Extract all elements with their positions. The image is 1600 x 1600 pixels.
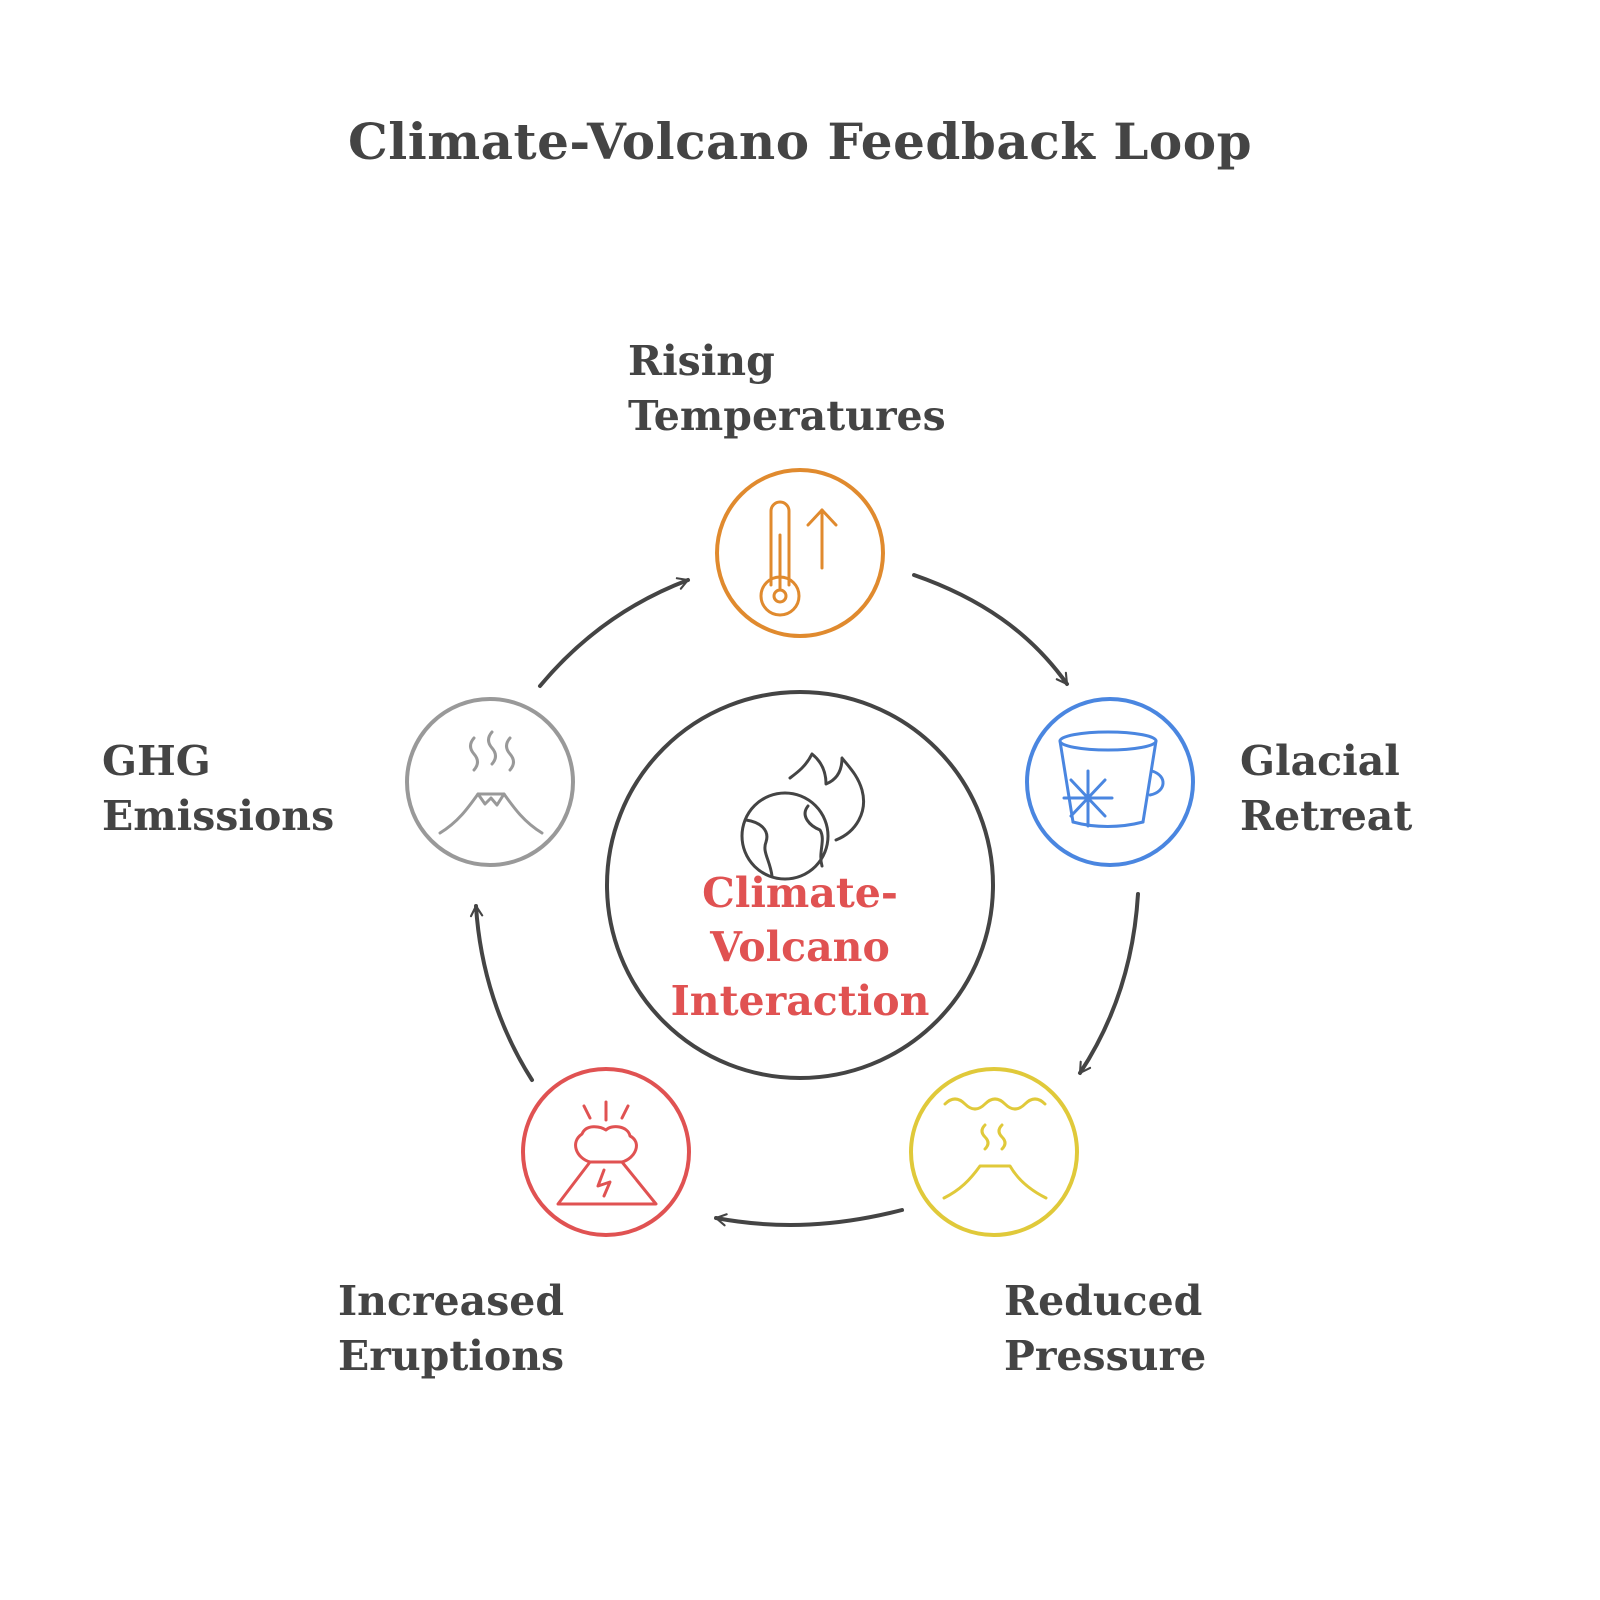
label-ghg-emissions: GHG Emissions bbox=[102, 737, 335, 840]
ghg-emissions-ring bbox=[405, 697, 575, 867]
center-label: Climate- Volcano Interaction bbox=[670, 869, 930, 1025]
glacial-retreat-ring bbox=[1025, 697, 1195, 867]
thermometer-rising-icon bbox=[759, 500, 838, 617]
label-rising-temperatures: Rising Temperatures bbox=[628, 337, 946, 440]
arrow-glacial-to-pressure bbox=[1078, 892, 1140, 1075]
erupting-volcano-icon bbox=[556, 1100, 658, 1206]
increased-eruptions-ring bbox=[521, 1067, 691, 1237]
label-reduced-pressure: Reduced Pressure bbox=[1004, 1277, 1207, 1380]
submerged-volcano-icon bbox=[942, 1097, 1048, 1200]
melting-ice-bucket-icon bbox=[1058, 730, 1165, 828]
arrow-ghg-to-temperatures bbox=[538, 577, 690, 688]
arrow-temperatures-to-glacial bbox=[912, 573, 1069, 686]
label-glacial-retreat: Glacial Retreat bbox=[1240, 737, 1413, 840]
center-ring bbox=[605, 690, 995, 1080]
arrow-eruptions-to-ghg bbox=[469, 904, 534, 1082]
smoking-volcano-icon bbox=[438, 730, 544, 835]
label-increased-eruptions: Increased Eruptions bbox=[338, 1277, 565, 1380]
diagram-title: Climate-Volcano Feedback Loop bbox=[347, 112, 1253, 171]
rising-temperatures-ring bbox=[715, 468, 885, 638]
reduced-pressure-ring bbox=[909, 1067, 1079, 1237]
burning-globe-icon bbox=[740, 752, 865, 881]
arrow-pressure-to-eruptions bbox=[714, 1208, 904, 1227]
